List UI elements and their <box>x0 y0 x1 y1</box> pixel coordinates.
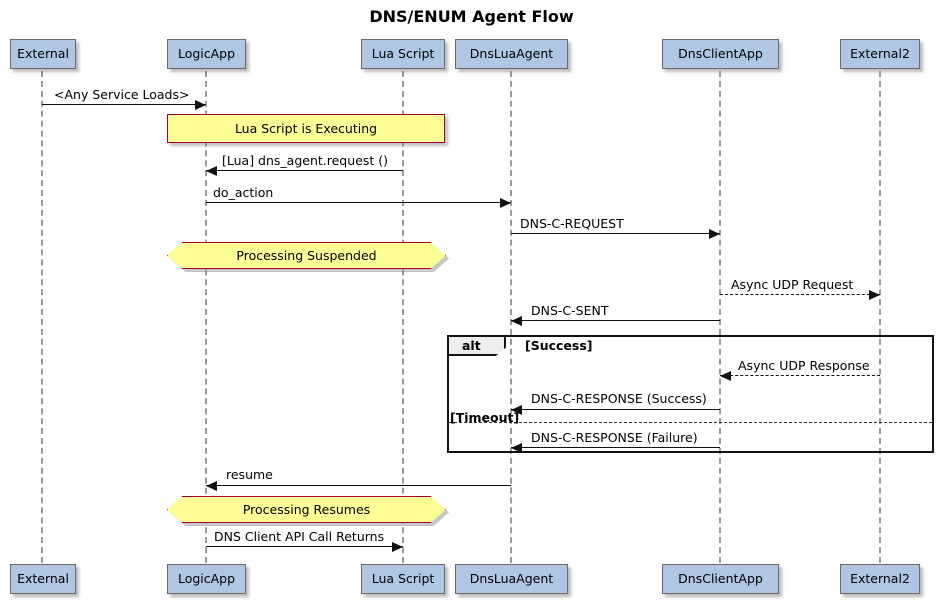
lifeline-luascript <box>402 71 404 563</box>
message-arrowhead-m7 <box>720 371 731 381</box>
participant-logicapp-bottom[interactable]: LogicApp <box>167 564 246 594</box>
message-arrowhead-m4 <box>709 229 720 239</box>
message-label-m5: Async UDP Request <box>731 277 854 292</box>
participant-luascript-top[interactable]: Lua Script <box>361 39 445 69</box>
participant-label: DnsClientApp <box>678 570 763 586</box>
message-label-m6: DNS-C-SENT <box>531 303 609 318</box>
divider-text: Processing Resumes <box>242 502 371 517</box>
message-arrowhead-m2 <box>206 166 217 176</box>
participant-label: DnsClientApp <box>678 45 763 61</box>
participant-logicapp-top[interactable]: LogicApp <box>167 39 246 69</box>
message-line-m9 <box>511 447 720 448</box>
message-line-m4 <box>511 233 720 234</box>
note-note1: Lua Script is Executing <box>167 114 445 143</box>
participant-label: External2 <box>850 45 910 61</box>
participant-label: External <box>17 570 69 586</box>
participant-label: DnsLuaAgent <box>469 45 554 61</box>
message-arrowhead-m6 <box>511 316 522 326</box>
participant-dnsclientapp-top[interactable]: DnsClientApp <box>662 39 779 69</box>
participant-label: LogicApp <box>177 570 236 586</box>
participant-external2-top[interactable]: External2 <box>840 39 920 69</box>
message-line-m3 <box>206 202 511 203</box>
message-line-m6 <box>511 320 720 321</box>
message-label-m9: DNS-C-RESPONSE (Failure) <box>531 430 698 445</box>
lifeline-dnsclientapp <box>719 71 721 563</box>
message-arrowhead-m1 <box>195 100 206 110</box>
message-arrowhead-m9 <box>511 443 522 453</box>
message-label-m7: Async UDP Response <box>738 358 870 373</box>
message-line-m10 <box>206 485 511 486</box>
message-arrowhead-m10 <box>206 481 217 491</box>
note-text: Lua Script is Executing <box>234 121 378 136</box>
message-line-m8 <box>511 409 720 410</box>
participant-luascript-bottom[interactable]: Lua Script <box>361 564 445 594</box>
message-arrowhead-m8 <box>511 405 522 415</box>
group-frame-alt-group <box>447 335 934 453</box>
message-label-m3: do_action <box>213 185 274 200</box>
message-label-m4: DNS-C-REQUEST <box>520 216 624 231</box>
group-condition-label: [Timeout] <box>450 410 520 425</box>
divider-text: Processing Suspended <box>236 248 377 263</box>
divider-div1: Processing Suspended <box>167 242 446 269</box>
message-label-m11: DNS Client API Call Returns <box>214 529 385 544</box>
group-condition-label: [Success] <box>525 338 593 353</box>
group-tab-alt-group: alt <box>449 337 506 356</box>
participant-dnsluaagent-top[interactable]: DnsLuaAgent <box>455 39 568 69</box>
message-line-m7 <box>720 375 880 376</box>
message-line-m11 <box>206 546 403 547</box>
lifeline-logicapp <box>205 71 207 563</box>
participant-label: Lua Script <box>371 45 435 61</box>
participant-label: LogicApp <box>177 45 236 61</box>
participant-label: Lua Script <box>371 570 435 586</box>
page-title: DNS/ENUM Agent Flow <box>369 7 574 26</box>
message-line-m1 <box>42 104 206 105</box>
participant-external2-bottom[interactable]: External2 <box>840 564 920 594</box>
message-arrowhead-m11 <box>392 542 403 552</box>
message-line-m2 <box>206 170 403 171</box>
message-label-m2: [Lua] dns_agent.request () <box>222 153 388 168</box>
lifeline-external2 <box>879 71 881 563</box>
participant-external-top[interactable]: External <box>10 39 76 69</box>
message-arrowhead-m5 <box>869 290 880 300</box>
group-branch-separator <box>449 422 932 423</box>
message-label-m1: <Any Service Loads> <box>54 87 190 102</box>
message-arrowhead-m3 <box>500 198 511 208</box>
participant-dnsluaagent-bottom[interactable]: DnsLuaAgent <box>455 564 568 594</box>
message-line-m5 <box>720 294 880 295</box>
participant-label: External <box>17 45 69 61</box>
lifeline-external <box>41 71 43 563</box>
message-label-m8: DNS-C-RESPONSE (Success) <box>531 391 707 406</box>
divider-div2: Processing Resumes <box>167 496 446 523</box>
note-fold-inner <box>435 114 444 124</box>
participant-dnsclientapp-bottom[interactable]: DnsClientApp <box>662 564 779 594</box>
group-tab-label: alt <box>462 338 481 353</box>
participant-label: DnsLuaAgent <box>469 570 554 586</box>
participant-label: External2 <box>850 570 910 586</box>
participant-external-bottom[interactable]: External <box>10 564 76 594</box>
message-label-m10: resume <box>226 467 273 482</box>
